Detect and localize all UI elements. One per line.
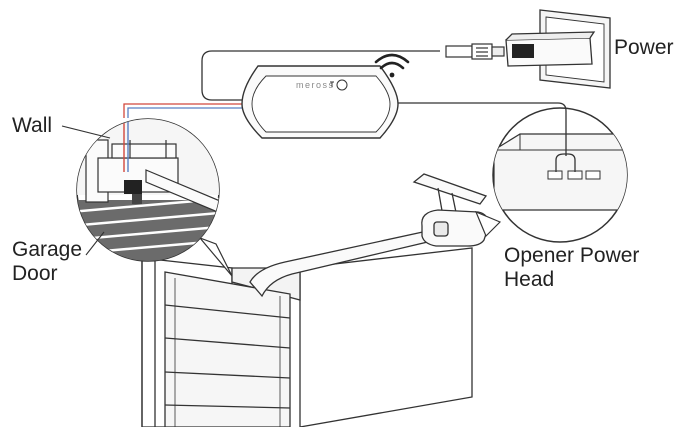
opener-power-head xyxy=(421,209,489,247)
device-brand-text: meross xyxy=(296,80,335,90)
usb-plug-icon xyxy=(445,43,505,60)
label-garage-door-line2: Door xyxy=(12,262,58,285)
garage-door xyxy=(141,247,473,427)
label-wall: Wall xyxy=(12,114,53,137)
power-head-zoom-circle xyxy=(474,107,628,243)
power-adapter-icon xyxy=(505,9,611,89)
label-opener-line2: Head xyxy=(504,268,555,291)
wall-zoom-circle xyxy=(76,118,233,277)
label-garage-door-line1: Garage xyxy=(12,238,83,261)
smart-opener-device: meross xyxy=(241,65,399,139)
wifi-icon xyxy=(374,53,410,78)
leader-lines xyxy=(61,125,111,256)
label-opener-line1: Opener Power xyxy=(504,244,640,267)
label-power: Power xyxy=(614,36,674,59)
cables xyxy=(123,50,567,156)
